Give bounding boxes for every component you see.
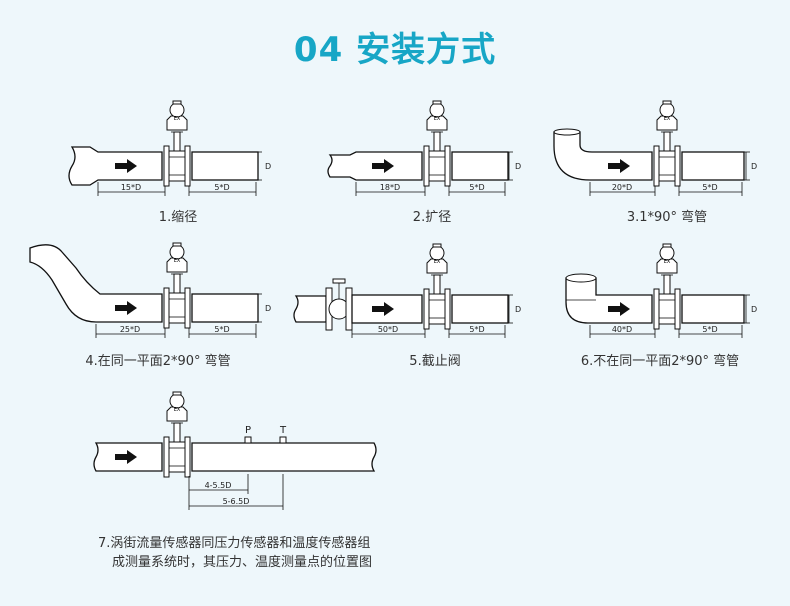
diameter-label: D — [515, 305, 521, 314]
downstream-dimension: 5*D — [702, 183, 717, 192]
caption: 5.截止阀 — [409, 354, 460, 369]
pipe-downstream — [191, 442, 377, 472]
caption: 3.1*90° 弯管 — [627, 209, 707, 225]
panel-3: EX 20*D 5*D D 3.1*90° 弯管 — [553, 100, 757, 225]
pipe-double-elbow-3d — [565, 277, 653, 324]
pipe-upstream — [293, 295, 327, 323]
pressure-tap-icon — [244, 436, 252, 444]
upstream-dimension: 25*D — [120, 325, 140, 334]
downstream-dimension: 5*D — [469, 325, 484, 334]
temperature-distance: 5-6.5D — [223, 497, 250, 506]
panel-4: EX 25*D 5*D D 4.在同一平面2*90° 弯管 — [29, 242, 271, 369]
vortex-flowmeter — [653, 243, 681, 330]
valve-handwheel-icon — [332, 278, 346, 284]
vortex-flowmeter — [163, 391, 191, 478]
pipe-double-elbow — [29, 244, 163, 323]
diameter-label: D — [751, 162, 757, 171]
caption: 4.在同一平面2*90° 弯管 — [85, 353, 230, 369]
downstream-dimension: 5*D — [214, 183, 229, 192]
vortex-flowmeter — [423, 243, 451, 330]
ex-label: EX — [664, 259, 671, 265]
valve-flange — [345, 287, 353, 331]
pipe-elbow — [553, 131, 653, 181]
pipe-downstream — [681, 151, 745, 181]
pipe-downstream — [191, 293, 259, 323]
note-line-2: 成测量系统时，其压力、温度测量点的位置图 — [112, 554, 372, 570]
pressure-distance: 4-5.5D — [205, 481, 232, 490]
ex-label: EX — [664, 116, 671, 122]
caption: 6.不在同一平面2*90° 弯管 — [581, 353, 739, 369]
vortex-flowmeter — [423, 100, 451, 187]
pipe-downstream — [451, 294, 509, 324]
caption: 2.扩径 — [413, 210, 451, 225]
pipe-downstream — [681, 294, 745, 324]
downstream-dimension: 5*D — [702, 325, 717, 334]
upstream-dimension: 40*D — [612, 325, 632, 334]
pipe-downstream — [191, 151, 259, 181]
page-title: 04 安装方式 — [293, 30, 497, 70]
diameter-label: D — [265, 304, 271, 313]
upstream-dimension: 15*D — [121, 183, 141, 192]
diameter-label: D — [515, 162, 521, 171]
diameter-label: D — [751, 305, 757, 314]
panel-1: EX 15*D 5*D D 1.缩径 — [68, 100, 271, 225]
upstream-dimension: 50*D — [378, 325, 398, 334]
pipe-downstream — [451, 151, 509, 181]
panel-2: EX 18*D 5*D D 2.扩径 — [327, 100, 521, 225]
panel-7: EX P T 4-5.5D 5-6.5D 7.涡街流量传感器同压力传感器和温度传… — [93, 391, 377, 570]
temperature-label: T — [279, 425, 287, 436]
ex-label: EX — [174, 407, 181, 413]
downstream-dimension: 5*D — [214, 325, 229, 334]
ex-label: EX — [174, 116, 181, 122]
pressure-label: P — [245, 425, 251, 436]
panel-5: EX 50*D 5*D D 5.截止阀 — [293, 243, 521, 369]
vortex-flowmeter — [653, 100, 681, 187]
ex-label: EX — [434, 116, 441, 122]
vortex-flowmeter — [163, 100, 191, 187]
downstream-dimension: 5*D — [469, 183, 484, 192]
temperature-tap-icon — [279, 436, 287, 444]
diameter-label: D — [265, 162, 271, 171]
vortex-flowmeter — [163, 242, 191, 329]
upstream-dimension: 20*D — [612, 183, 632, 192]
ex-label: EX — [434, 259, 441, 265]
caption: 1.缩径 — [159, 209, 197, 225]
note-line-1: 7.涡街流量传感器同压力传感器和温度传感器组 — [98, 535, 370, 551]
panel-6: EX 40*D 5*D D 6.不在同一平面2*90° 弯管 — [565, 243, 757, 369]
upstream-dimension: 18*D — [380, 183, 400, 192]
ex-label: EX — [174, 258, 181, 264]
